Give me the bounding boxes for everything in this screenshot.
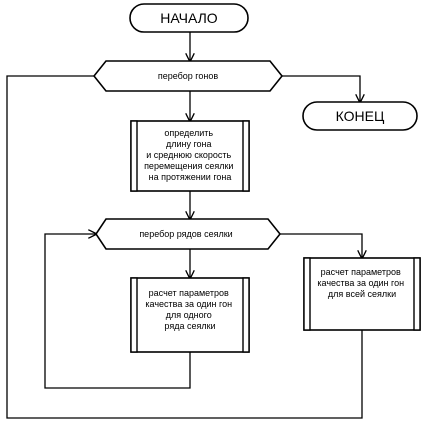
- loop-rows-label: перебор рядов сеялки: [139, 229, 232, 239]
- start-label: НАЧАЛО: [160, 10, 218, 26]
- end-label: КОНЕЦ: [336, 108, 385, 124]
- process-row-block: расчет параметров качества за один гон д…: [130, 277, 250, 353]
- process-pass-label: определить длину гона и среднюю скорость…: [144, 128, 236, 182]
- loop-rows-block: перебор рядов сеялки: [95, 218, 282, 250]
- edge-loop-passes-to-end: [282, 75, 360, 102]
- process-row-label: расчет параметров качества за один гон д…: [145, 288, 234, 331]
- start-terminal: НАЧАЛО: [129, 3, 249, 33]
- edge-row-process-loopback: [44, 234, 191, 389]
- process-row-line: расчет параметров: [149, 288, 229, 298]
- process-pass-line: на протяжении гона: [149, 172, 232, 182]
- process-whole-label: расчет параметров качества за один гон д…: [317, 267, 406, 299]
- process-whole-block: расчет параметров качества за один гон д…: [303, 257, 421, 331]
- end-terminal: КОНЕЦ: [302, 101, 418, 131]
- process-pass-block: определить длину гона и среднюю скорость…: [130, 120, 250, 192]
- process-pass-line: и среднюю скорость: [146, 150, 231, 160]
- edge-whole-process-loopback: [6, 76, 363, 419]
- process-whole-line: качества за один гон: [317, 278, 404, 288]
- process-pass-line: длину гона: [166, 139, 212, 149]
- edge-loop-rows-to-whole-process: [280, 233, 362, 258]
- process-pass-line: определить: [164, 128, 213, 138]
- process-row-line: ряда сеялки: [164, 321, 215, 331]
- process-whole-line: расчет параметров: [321, 267, 401, 277]
- process-row-line: для одного: [166, 310, 212, 320]
- loop-passes-label: перебор гонов: [158, 71, 219, 81]
- process-pass-line: перемещения сеялки: [144, 161, 233, 171]
- connectors: [6, 32, 363, 419]
- process-whole-line: для всей сеялки: [328, 289, 396, 299]
- process-row-line: качества за один гон: [145, 299, 232, 309]
- loop-passes-block: перебор гонов: [92, 60, 284, 92]
